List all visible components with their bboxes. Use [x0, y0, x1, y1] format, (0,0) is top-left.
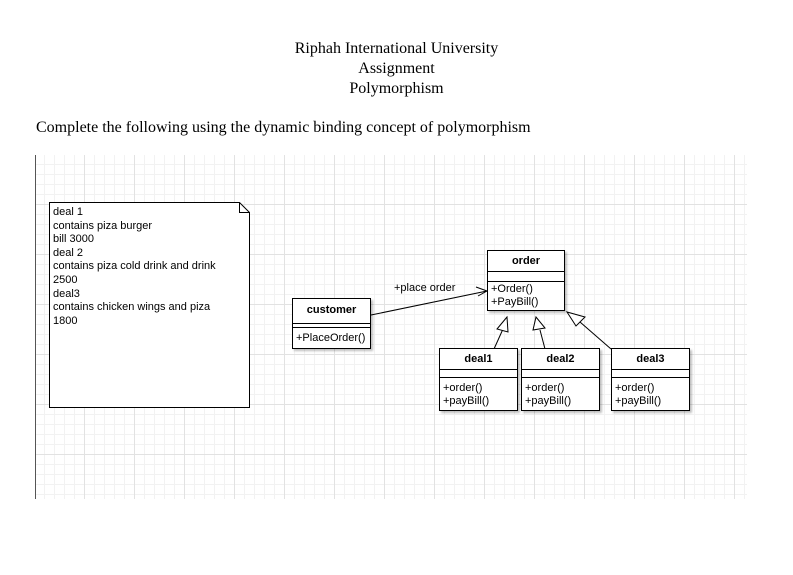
class-divider [612, 369, 689, 370]
diagram-left-border [35, 155, 36, 499]
class-operation: +payBill() [525, 394, 572, 407]
association-line [370, 290, 488, 316]
generalization-deal1-arrow [496, 315, 509, 333]
instruction-text: Complete the following using the dynamic… [36, 119, 531, 136]
note-line: deal 1 [53, 206, 83, 218]
deal3-class-ops: +order() +payBill() [615, 382, 661, 407]
customer-class-ops: +PlaceOrder() [296, 332, 365, 345]
order-class-name: order [511, 255, 541, 267]
deals-note: deal 1 contains piza burger bill 3000 de… [49, 202, 248, 407]
class-operation: +PayBill() [491, 295, 539, 308]
deal1-class: deal1 +order() +payBill() [439, 348, 518, 411]
class-divider [522, 377, 599, 378]
class-divider [488, 281, 564, 282]
uml-diagram: deal 1 contains piza burger bill 3000 de… [35, 155, 747, 499]
generalization-deal1-line [493, 328, 504, 350]
generalization-deal3-line [579, 321, 612, 350]
assignment-label: Assignment [358, 60, 435, 77]
class-divider [440, 377, 517, 378]
class-operation: +PlaceOrder() [296, 332, 366, 344]
class-divider [293, 323, 370, 324]
note-line: contains piza burger [53, 219, 153, 232]
class-operation: +payBill() [443, 394, 490, 407]
order-class-ops: +Order() +PayBill() [491, 283, 538, 308]
note-line: 1800 [53, 314, 78, 327]
customer-class: customer +PlaceOrder() [292, 298, 371, 349]
note-line: contains chicken wings and piza [53, 301, 211, 314]
class-operation: +Order() [491, 283, 533, 295]
note-line: deal 2 [53, 246, 83, 259]
class-divider [440, 369, 517, 370]
generalization-deal2-arrow [532, 315, 546, 331]
association-label: +place order [394, 282, 456, 294]
deal2-class: deal2 +order() +payBill() [521, 348, 600, 411]
class-operation: +order() [615, 382, 655, 394]
class-divider [488, 271, 564, 272]
note-fold [239, 202, 250, 213]
generalization-deal2-line [539, 329, 546, 350]
deal1-class-name: deal1 [464, 353, 493, 365]
class-operation: +order() [443, 382, 483, 394]
deal2-class-ops: +order() +payBill() [525, 382, 571, 407]
deal2-class-name: deal2 [546, 353, 575, 365]
diagram-connectors [49, 202, 612, 408]
note-line: bill 3000 [53, 233, 94, 246]
note-line: deal3 [53, 287, 80, 300]
customer-class-name: customer [306, 304, 357, 316]
order-class: order +Order() +PayBill() [487, 250, 565, 311]
university-name: Riphah International University [294, 40, 499, 57]
class-divider [522, 369, 599, 370]
deal3-class-name: deal3 [636, 353, 665, 365]
class-operation: +payBill() [615, 394, 662, 407]
association-arrowhead [475, 286, 489, 297]
note-line: 2500 [53, 273, 78, 286]
deal1-class-ops: +order() +payBill() [443, 382, 489, 407]
class-divider [293, 327, 370, 328]
topic-title: Polymorphism [349, 80, 444, 97]
class-operation: +order() [525, 382, 565, 394]
deal3-class: deal3 +order() +payBill() [611, 348, 690, 411]
note-line: contains piza cold drink and drink [53, 260, 216, 273]
class-divider [612, 377, 689, 378]
generalization-deal3-arrow [565, 311, 586, 327]
note-shape [49, 202, 250, 408]
document-header: Riphah International University Assignme… [0, 39, 793, 99]
